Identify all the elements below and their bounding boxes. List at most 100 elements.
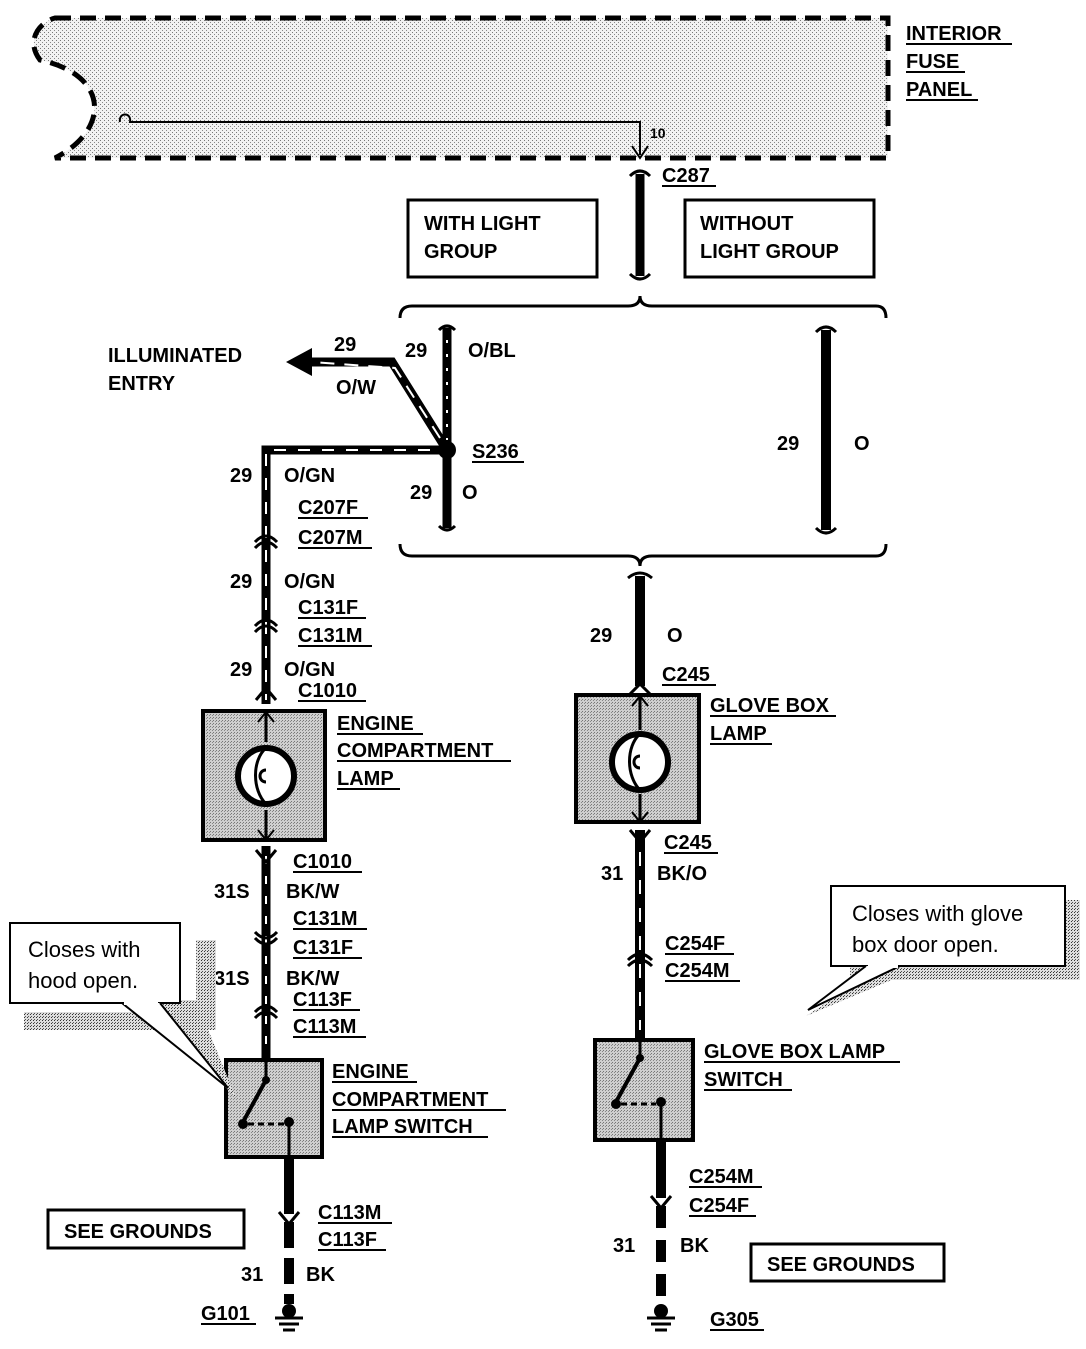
c254m-label: C254M [665, 960, 729, 982]
wire-circuit-31s: 31S [214, 968, 250, 990]
wire-circuit-31: 31 [601, 863, 623, 885]
ground-g305: G305 [647, 1304, 764, 1332]
c207-connector: C207F C207M [253, 497, 372, 550]
c254f-bottom-label: C254F [689, 1195, 749, 1217]
circuit-29-o-glove: 29 O C245 [590, 571, 716, 696]
wire-color-o-bl: O/BL [468, 340, 516, 362]
wire-color-bk-w: BK/W [286, 968, 339, 990]
see-grounds-left-label: SEE GROUNDS [64, 1221, 212, 1243]
wire-circuit-29: 29 [405, 340, 427, 362]
c245-bottom-label: C245 [664, 832, 712, 854]
c131m-bottom-label: C131M [293, 908, 357, 930]
wire-color-o-gn: O/GN [284, 465, 335, 487]
c1010-bottom-label: C1010 [293, 851, 352, 873]
engine-lamp-label-1: ENGINE [337, 713, 414, 735]
wire-color-o-gn: O/GN [284, 659, 335, 681]
glove-note-callout: Closes with glove box door open. [806, 885, 1080, 1016]
with-light-group-label-1: WITH LIGHT [424, 213, 541, 235]
c254f-label: C254F [665, 933, 725, 955]
wire-circuit-29: 29 [230, 659, 252, 681]
g305-label: G305 [710, 1309, 759, 1331]
hood-note-line-2: hood open. [28, 968, 138, 993]
wire-circuit-31: 31 [241, 1264, 263, 1286]
c131m-label: C131M [298, 625, 362, 647]
interior-fuse-panel: 10 INTERIOR FUSE PANEL [31, 15, 1012, 161]
circuit-29-o-without: 29 O [777, 325, 870, 535]
glove-note-line-1: Closes with glove [852, 901, 1023, 926]
without-light-group-label-1: WITHOUT [700, 213, 793, 235]
c113f-bottom-label: C113F [318, 1229, 377, 1251]
c113f-label: C113F [293, 989, 352, 1011]
fuse-panel-name-3: PANEL [906, 79, 972, 101]
c1010-top-connector: C1010 [254, 680, 366, 702]
fuse-pin-label: 10 [650, 125, 666, 141]
c254m-bottom-label: C254M [689, 1166, 753, 1188]
glove-switch-label-2: SWITCH [704, 1069, 783, 1091]
see-grounds-right-label: SEE GROUNDS [767, 1254, 915, 1276]
c131-top-connector: C131F C131M [253, 597, 372, 647]
glove-switch-label-1: GLOVE BOX LAMP [704, 1041, 885, 1063]
wire-circuit-29: 29 [410, 482, 432, 504]
circuit-31-bk-left: C113M C113F 31 BK [241, 1157, 392, 1304]
wire-color-bk: BK [680, 1235, 709, 1257]
wire-color-bk-o: BK/O [657, 863, 707, 885]
bottom-brace [398, 543, 888, 567]
engine-compartment-lamp: ENGINE COMPARTMENT LAMP [201, 709, 511, 842]
wire-color-o: O [667, 625, 683, 647]
ground-g101: G101 [201, 1303, 303, 1332]
engine-switch-label-3: LAMP SWITCH [332, 1116, 473, 1138]
with-light-group-box: WITH LIGHT GROUP [406, 198, 599, 279]
c131f-label: C131F [298, 597, 358, 619]
glove-lamp-label-2: LAMP [710, 723, 767, 745]
splice-label: S236 [472, 441, 519, 463]
wire-circuit-29: 29 [230, 465, 252, 487]
engine-switch-label-1: ENGINE [332, 1061, 409, 1083]
hood-note-line-1: Closes with [28, 937, 140, 962]
circuit-31-bk-right: C254M C254F 31 BK [613, 1140, 762, 1302]
circuit-31s-bk-w: C1010 31S BK/W C131M C131F 31S BK/W C113… [214, 846, 367, 1060]
without-light-group-box: WITHOUT LIGHT GROUP [683, 198, 876, 279]
wire-color-bk-w: BK/W [286, 881, 339, 903]
circuit-29-o-bl: 29 O/BL [405, 324, 516, 450]
wire-circuit-29: 29 [590, 625, 612, 647]
illuminated-entry-label-1: ILLUMINATED [108, 345, 242, 367]
wire-color-o-w: O/W [336, 377, 376, 399]
c207f-label: C207F [298, 497, 358, 519]
circuit-29-o-w: 29 O/W ILLUMINATED ENTRY [108, 334, 451, 453]
wire-circuit-31s: 31S [214, 881, 250, 903]
circuit-31-bk-o: C245 31 BK/O C254F C254M [601, 829, 740, 1040]
wire-color-o: O [854, 433, 870, 455]
see-grounds-left[interactable]: SEE GROUNDS [46, 1208, 246, 1250]
top-brace [398, 295, 888, 319]
c207m-label: C207M [298, 527, 362, 549]
g101-label: G101 [201, 1303, 250, 1325]
fuse-panel-name-1: INTERIOR [906, 23, 1002, 45]
engine-switch-label-2: COMPARTMENT [332, 1089, 488, 1111]
see-grounds-right[interactable]: SEE GROUNDS [749, 1242, 946, 1283]
glove-box-lamp: GLOVE BOX LAMP [574, 693, 836, 824]
c245-label: C245 [662, 664, 710, 686]
glove-lamp-label-1: GLOVE BOX [710, 695, 830, 717]
illuminated-entry-label-2: ENTRY [108, 373, 176, 395]
engine-compartment-lamp-switch: ENGINE COMPARTMENT LAMP SWITCH [224, 1058, 506, 1159]
wire-color-o-gn: O/GN [284, 571, 335, 593]
c113m-bottom-label: C113M [318, 1202, 381, 1224]
engine-lamp-label-2: COMPARTMENT [337, 740, 493, 762]
c131f-bottom-label: C131F [293, 937, 353, 959]
c1010-label: C1010 [298, 680, 357, 702]
c287-connector: C287 [628, 165, 716, 281]
with-light-group-label-2: GROUP [424, 241, 497, 263]
fuse-panel-name-2: FUSE [906, 51, 959, 73]
glove-box-lamp-switch: GLOVE BOX LAMP SWITCH [593, 1038, 900, 1142]
without-light-group-label-2: LIGHT GROUP [700, 241, 839, 263]
wire-circuit-29: 29 [230, 571, 252, 593]
wire-color-bk: BK [306, 1264, 335, 1286]
wire-color-o: O [462, 482, 478, 504]
c113m-label: C113M [293, 1016, 356, 1038]
glove-note-line-2: box door open. [852, 932, 999, 957]
hood-note-callout: Closes with hood open. [9, 922, 236, 1098]
wire-circuit-31: 31 [613, 1235, 635, 1257]
wire-circuit-29: 29 [334, 334, 356, 356]
engine-lamp-label-3: LAMP [337, 768, 394, 790]
